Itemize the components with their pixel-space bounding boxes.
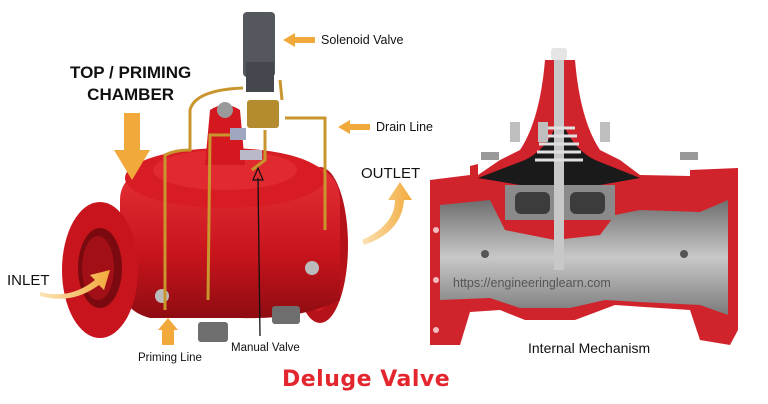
label-solenoid-valve: Solenoid Valve <box>321 33 404 47</box>
label-outlet: OUTLET <box>361 165 421 182</box>
label-inlet: INLET <box>7 272 50 289</box>
label-top-priming-line2: CHAMBER <box>87 85 175 104</box>
manual-valve-leader <box>257 177 261 337</box>
valve-external-view <box>62 12 348 342</box>
solenoid-body <box>243 12 275 77</box>
watermark-url: https://engineeringlearn.com <box>453 276 611 290</box>
arrow-inlet <box>40 270 110 299</box>
arrow-solenoid <box>283 33 315 47</box>
arrow-top-chamber <box>114 113 150 180</box>
label-top-priming-chamber: TOP / PRIMING CHAMBER <box>70 62 191 106</box>
label-priming-line: Priming Line <box>138 352 202 364</box>
label-top-priming-line1: TOP / PRIMING <box>70 63 192 82</box>
label-manual-valve: Manual Valve <box>231 342 300 354</box>
arrow-outlet <box>362 182 412 245</box>
arrow-priming <box>158 318 178 345</box>
label-drain-line: Drain Line <box>376 120 433 134</box>
diagram-title: Deluge Valve <box>282 367 451 392</box>
label-internal-mechanism: Internal Mechanism <box>528 340 651 356</box>
arrow-drain <box>338 120 370 134</box>
valve-cross-section <box>430 48 738 345</box>
callout-arrows <box>114 33 370 345</box>
